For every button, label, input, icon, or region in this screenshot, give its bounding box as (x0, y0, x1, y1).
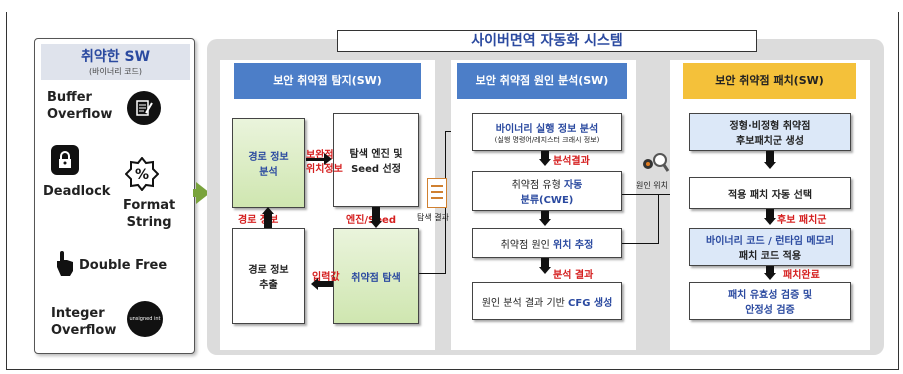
col2-arrow3-icon (539, 267, 551, 274)
arrow-left-icon (311, 278, 318, 290)
arrow-right-stem (306, 158, 326, 161)
patch-done-label: 패치완료 (783, 270, 820, 281)
input-value-label: 입력값 (312, 272, 340, 283)
bug-magnifier-icon (640, 150, 670, 174)
path-info-label: 경로 정보 (238, 215, 279, 226)
system-title: 사이버면역 자동화 시스템 (337, 30, 757, 52)
document-icon (427, 178, 447, 208)
search-result-label: 탐색 결과 (417, 213, 449, 222)
vulnerable-sw-header: 취약한 SW (바이너리 코드) (41, 44, 190, 80)
col2-arrow3-stem (541, 258, 549, 268)
type-connector-h (622, 194, 682, 195)
outer-frame (6, 12, 899, 370)
path-extract-box: 경로 정보 추출 (232, 228, 305, 324)
cause-connector-v (658, 194, 659, 244)
complementary-label: 보완적 (306, 150, 334, 161)
vulnerable-sw-title: 취약한 SW (80, 49, 151, 65)
engine-seed-label: 엔진/Seed (346, 215, 396, 226)
col2-arrow1-stem (541, 151, 549, 160)
cause-connector-h (622, 243, 658, 244)
location-info-label: 위치정보 (306, 164, 343, 175)
double-free-label: Double Free (79, 258, 168, 273)
vuln-search-box: 취약점 탐색 (333, 228, 419, 324)
svg-text:%: % (135, 167, 149, 183)
document-pen-icon (127, 91, 161, 125)
arrow-down-icon (370, 221, 382, 228)
search-engine-box: 탐색 엔진 및 Seed 선정 (333, 113, 419, 207)
patch-apply-box: 바이너리 코드 / 런타임 메모리 패치 코드 적용 (689, 228, 851, 266)
connector-line (419, 273, 445, 274)
arrow-down-stem (372, 207, 380, 221)
col3-arrow3-stem (766, 266, 774, 274)
col2-arrow2-stem (541, 211, 549, 220)
patch-header: 보안 취약점 패치(SW) (683, 63, 856, 99)
detection-header: 보안 취약점 탐지(SW) (234, 63, 421, 99)
candidate-patch-label: 후보 패치군 (777, 215, 827, 226)
col3-arrow2-stem (766, 209, 774, 219)
deadlock-label: Deadlock (43, 184, 111, 199)
cfg-box: 원인 분석 결과 기반 CFG 생성 (472, 282, 622, 320)
binary-exec-box: 바이너리 실행 정보 분석 (실행 명령어/레지스터 크래시 정보) (472, 113, 622, 151)
col2-arrow1-icon (539, 159, 551, 166)
cause-location-label: 원인 위치 (636, 181, 668, 190)
vuln-type-box: 취약점 유형 자동 분류(CWE) (472, 171, 622, 211)
col3-arrow3-icon (764, 273, 776, 280)
analysis-result-label-1: 분석결과 (553, 156, 590, 167)
cause-location-box: 취약점 원인 위치 추정 (472, 228, 622, 258)
arrow-up-stem (264, 214, 272, 228)
arrow-right-icon (324, 153, 332, 165)
lock-icon (51, 145, 79, 175)
patch-validation-box: 패치 유효성 검증 및 안정성 검증 (689, 282, 851, 320)
col3-arrow1-icon (764, 162, 776, 169)
analysis-header: 보안 취약점 원인 분석(SW) (457, 63, 627, 99)
candidate-patch-box: 정형·비정형 취약점 후보패치군 생성 (689, 113, 851, 151)
col2-arrow2-icon (539, 219, 551, 226)
hand-touch-icon (53, 249, 77, 277)
input-arrow (196, 182, 210, 204)
col3-arrow2-icon (764, 218, 776, 225)
analysis-result-label-2: 분석 결과 (553, 270, 594, 281)
percent-badge-icon: % (124, 156, 160, 192)
auto-patch-select-box: 적용 패치 자동 선택 (689, 177, 851, 209)
vulnerable-sw-subtitle: (바이너리 코드) (89, 67, 142, 76)
arrow-up-icon (262, 207, 274, 214)
path-analysis-box: 경로 정보 분석 (232, 118, 305, 208)
unsigned-int-icon: unsigned int (127, 301, 163, 337)
col3-arrow1-stem (766, 151, 774, 163)
arrow-left-stem (318, 281, 333, 287)
